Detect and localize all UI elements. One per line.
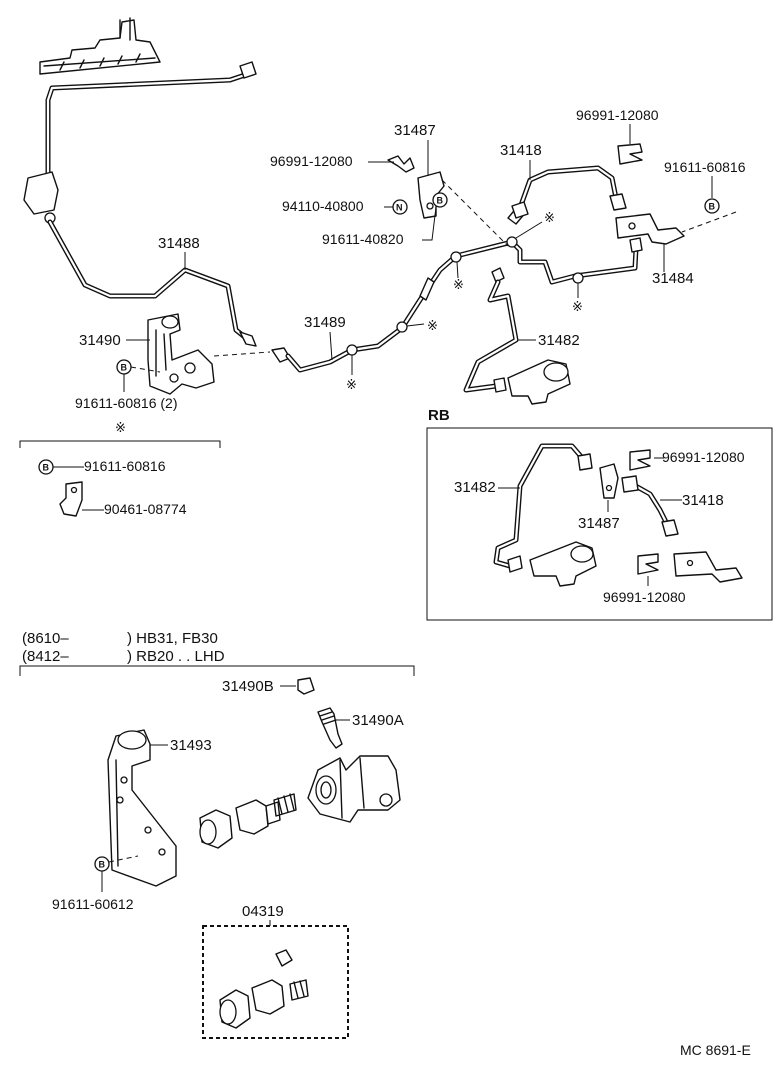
label-31490: 31490	[79, 332, 121, 349]
rb-label-31418: 31418	[682, 492, 724, 509]
label-31418: 31418	[500, 142, 542, 159]
variant-line2-code: (8412–	[22, 648, 69, 665]
label-91611-60816-box: 91611-60816	[84, 458, 166, 474]
svg-text:B: B	[43, 463, 50, 473]
svg-text:B: B	[709, 202, 716, 212]
pipe-31482-drawing	[463, 267, 571, 405]
nut-badge: N	[392, 199, 408, 215]
valve-internals-drawing	[199, 793, 297, 849]
svg-text:N: N	[396, 203, 403, 213]
label-96991-12080-left: 96991-12080	[270, 153, 353, 169]
hose-31418-drawing	[511, 165, 627, 219]
variant-header: (8610– ) HB31, FB30 (8412– ) RB20 . . LH…	[19, 630, 415, 676]
bracket-31493-drawing	[107, 729, 177, 887]
label-90461-08774: 90461-08774	[104, 501, 187, 517]
label-91611-60816-2: 91611-60816 (2)	[75, 395, 177, 411]
label-91611-40820: 91611-40820	[322, 231, 404, 247]
svg-text:B: B	[99, 860, 106, 870]
bracket-31484-drawing	[615, 213, 685, 245]
proportioning-valve-31490-drawing	[147, 313, 215, 395]
svg-text:B: B	[437, 196, 444, 206]
label-96991-12080-top: 96991-12080	[576, 107, 659, 123]
diagram-code: MC 8691-E	[680, 1042, 751, 1058]
clamp-mark-rear-c: ※	[572, 300, 583, 315]
bolt-badge-31493: B	[94, 856, 110, 872]
label-31493: 31493	[170, 737, 212, 754]
clamp-mark-rear-b: ※	[544, 211, 555, 226]
clamp-mark-rear-a: ※	[453, 278, 464, 293]
label-94110-40800: 94110-40800	[282, 198, 364, 214]
rb-label-31487: 31487	[578, 515, 620, 532]
variant-line2-models: ) RB20 . . LHD	[127, 648, 225, 665]
label-31490B: 31490B	[222, 678, 274, 695]
asterisk-reference-group: ※ B 91611-60816 90461-08774	[19, 421, 221, 517]
label-31482: 31482	[538, 332, 580, 349]
label-04319: 04319	[242, 903, 284, 920]
rb-label-31482: 31482	[454, 479, 496, 496]
rb-label-96991-12080-b: 96991-12080	[603, 589, 686, 605]
asterisk-symbol: ※	[115, 421, 126, 436]
frame-member-drawing	[39, 17, 161, 75]
variant-line1-models: ) HB31, FB30	[127, 630, 218, 647]
label-31490A: 31490A	[352, 712, 404, 729]
clamp-mark-31489-b: ※	[427, 319, 438, 334]
pipe-31489-drawing	[271, 253, 459, 373]
bolt-badge-31487: B	[432, 192, 448, 208]
variant-line1-code: (8610–	[22, 630, 69, 647]
kit-04319-box: 04319	[202, 903, 349, 1039]
rear-distribution-pipe-drawing	[450, 205, 643, 285]
rb-label-96991-12080-a: 96991-12080	[662, 449, 745, 465]
bolt-badge-31484: B	[704, 198, 720, 214]
clamp-mark-31489-a: ※	[346, 378, 357, 393]
label-31488: 31488	[158, 235, 200, 252]
rb-variant-box: RB 31482 31487 96991-12080 31418 96991-1	[426, 407, 773, 621]
front-brake-pipe-drawing	[23, 61, 257, 224]
rb-title: RB	[428, 407, 450, 424]
valve-body-drawing	[307, 755, 401, 823]
label-91611-60816-right: 91611-60816	[664, 159, 746, 175]
label-31484: 31484	[652, 270, 694, 287]
label-31487: 31487	[394, 122, 436, 139]
bolt-badge-valve: B	[116, 359, 132, 375]
pipe-31488-drawing	[47, 219, 257, 347]
label-31489: 31489	[304, 314, 346, 331]
svg-text:B: B	[121, 363, 128, 373]
label-91611-60612: 91611-60612	[52, 896, 134, 912]
